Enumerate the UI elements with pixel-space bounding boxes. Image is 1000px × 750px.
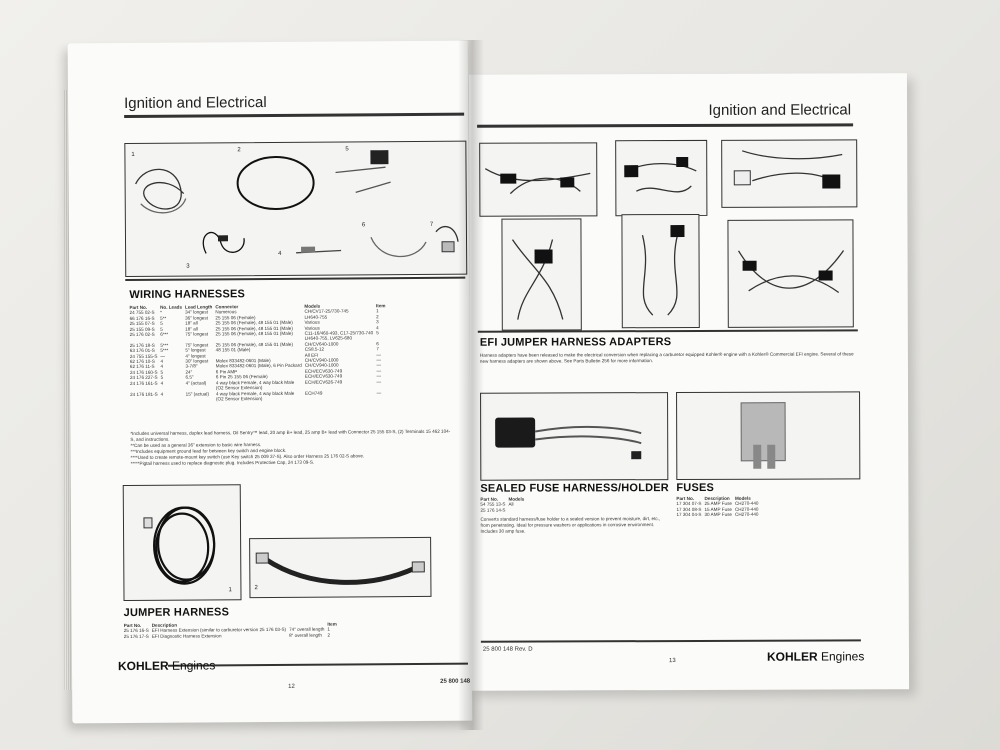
table-cell: CH270-440 bbox=[734, 511, 759, 518]
efi-adapter-photo bbox=[479, 142, 598, 217]
table-cell: 25 176 17-S bbox=[123, 633, 149, 639]
table-cell: 24 176 161-S bbox=[129, 380, 158, 386]
table-cell bbox=[377, 395, 389, 400]
right-page: Ignition and Electrical EFI JUMPER HARNE… bbox=[468, 73, 910, 691]
brand-suffix: Engines bbox=[820, 649, 865, 664]
table-cell: 25 176 14-S bbox=[480, 507, 506, 513]
wiring-harness-table: Part No. No. Leads Lead Length Connector… bbox=[129, 303, 389, 402]
wiring-harness-photo: 1 2 3 4 5 6 7 bbox=[124, 140, 468, 278]
table-cell: EFI Diagnostic Harness Extension bbox=[151, 633, 222, 639]
photo-number: 6 bbox=[361, 222, 366, 229]
page-edge-stack bbox=[64, 90, 72, 690]
section-rule bbox=[477, 329, 858, 333]
column-header: No. Leads bbox=[160, 304, 183, 310]
wiring-footnotes: *Includes universal harness, duplex lead… bbox=[130, 429, 450, 467]
document-number: 25 800 148 Rev. D bbox=[482, 646, 533, 653]
photo-number: 7 bbox=[429, 221, 434, 228]
efi-adapters-title: EFI JUMPER HARNESS ADAPTERS bbox=[479, 336, 672, 349]
header-rule bbox=[124, 112, 465, 119]
straight-harness-illustration bbox=[255, 552, 425, 585]
table-cell bbox=[186, 396, 216, 402]
page-number: 13 bbox=[668, 658, 676, 665]
efi-adapter-photo bbox=[501, 218, 582, 331]
fuses-photo bbox=[676, 391, 861, 481]
wiring-harnesses-title: WIRING HARNESSES bbox=[129, 288, 246, 301]
footnote: *****Pigtail harness used to replace dia… bbox=[130, 459, 315, 466]
jumper-harness-title: JUMPER HARNESS bbox=[123, 606, 230, 620]
left-page: Ignition and Electrical 1 2 3 bbox=[67, 40, 473, 724]
wiring-harness-illustration bbox=[135, 150, 459, 258]
table-cell: 8" overall length bbox=[289, 632, 322, 638]
table-cell: 24 176 181-S bbox=[130, 391, 158, 397]
document-number: 25 800 148 bbox=[440, 678, 471, 685]
efi-adapters-description: Harness adapters have been released to m… bbox=[479, 351, 854, 364]
coiled-harness-illustration bbox=[143, 506, 216, 585]
table-cell bbox=[130, 397, 161, 403]
brand-name: KOHLER bbox=[766, 649, 818, 664]
table-cell bbox=[305, 395, 377, 401]
table-cell: (O2 Sensor Extension) bbox=[215, 395, 263, 402]
header-rule bbox=[477, 123, 854, 128]
photo-number: 1 bbox=[131, 151, 135, 158]
efi-adapter-photo bbox=[621, 213, 700, 329]
brand-name: KOHLER bbox=[117, 658, 169, 674]
photo-number: 2 bbox=[237, 147, 241, 154]
sealed-fuse-title: SEALED FUSE HARNESS/HOLDER bbox=[480, 482, 669, 495]
table-cell bbox=[161, 396, 186, 402]
kohler-logo: KOHLER Engines bbox=[767, 649, 864, 663]
brand-suffix: Engines bbox=[171, 658, 216, 673]
right-page-header: Ignition and Electrical bbox=[708, 101, 852, 119]
photo-number: 5 bbox=[345, 146, 349, 153]
table-row: 25 176 14-S bbox=[480, 507, 527, 513]
table-cell: 2 bbox=[327, 632, 331, 638]
fuses-title: FUSES bbox=[676, 481, 715, 495]
table-cell bbox=[508, 507, 527, 512]
table-cell: 17 304 04-S bbox=[676, 512, 702, 518]
sealed-fuse-photo bbox=[480, 392, 669, 481]
photo-number: 1 bbox=[228, 587, 232, 594]
photo-number: 4 bbox=[278, 250, 282, 257]
table-row: (O2 Sensor Extension) bbox=[130, 395, 389, 402]
efi-adapter-photo bbox=[727, 219, 854, 328]
footer-rule bbox=[480, 639, 861, 643]
photo-number: 2 bbox=[254, 585, 258, 592]
page-number: 12 bbox=[288, 683, 295, 690]
kohler-logo: KOHLER Engines bbox=[118, 658, 215, 673]
efi-adapter-photo bbox=[615, 139, 708, 217]
jumper-harness-photo-1: 1 bbox=[122, 484, 242, 602]
photo-number: 3 bbox=[186, 263, 190, 270]
jumper-harness-photo-2: 2 bbox=[249, 536, 432, 599]
table-cell: 30 AMP Fuse bbox=[704, 512, 733, 518]
efi-adapter-photo bbox=[721, 139, 858, 208]
left-page-header: Ignition and Electrical bbox=[123, 94, 267, 113]
sealed-fuse-description: Converts standard harness/fuse holder to… bbox=[480, 516, 661, 534]
